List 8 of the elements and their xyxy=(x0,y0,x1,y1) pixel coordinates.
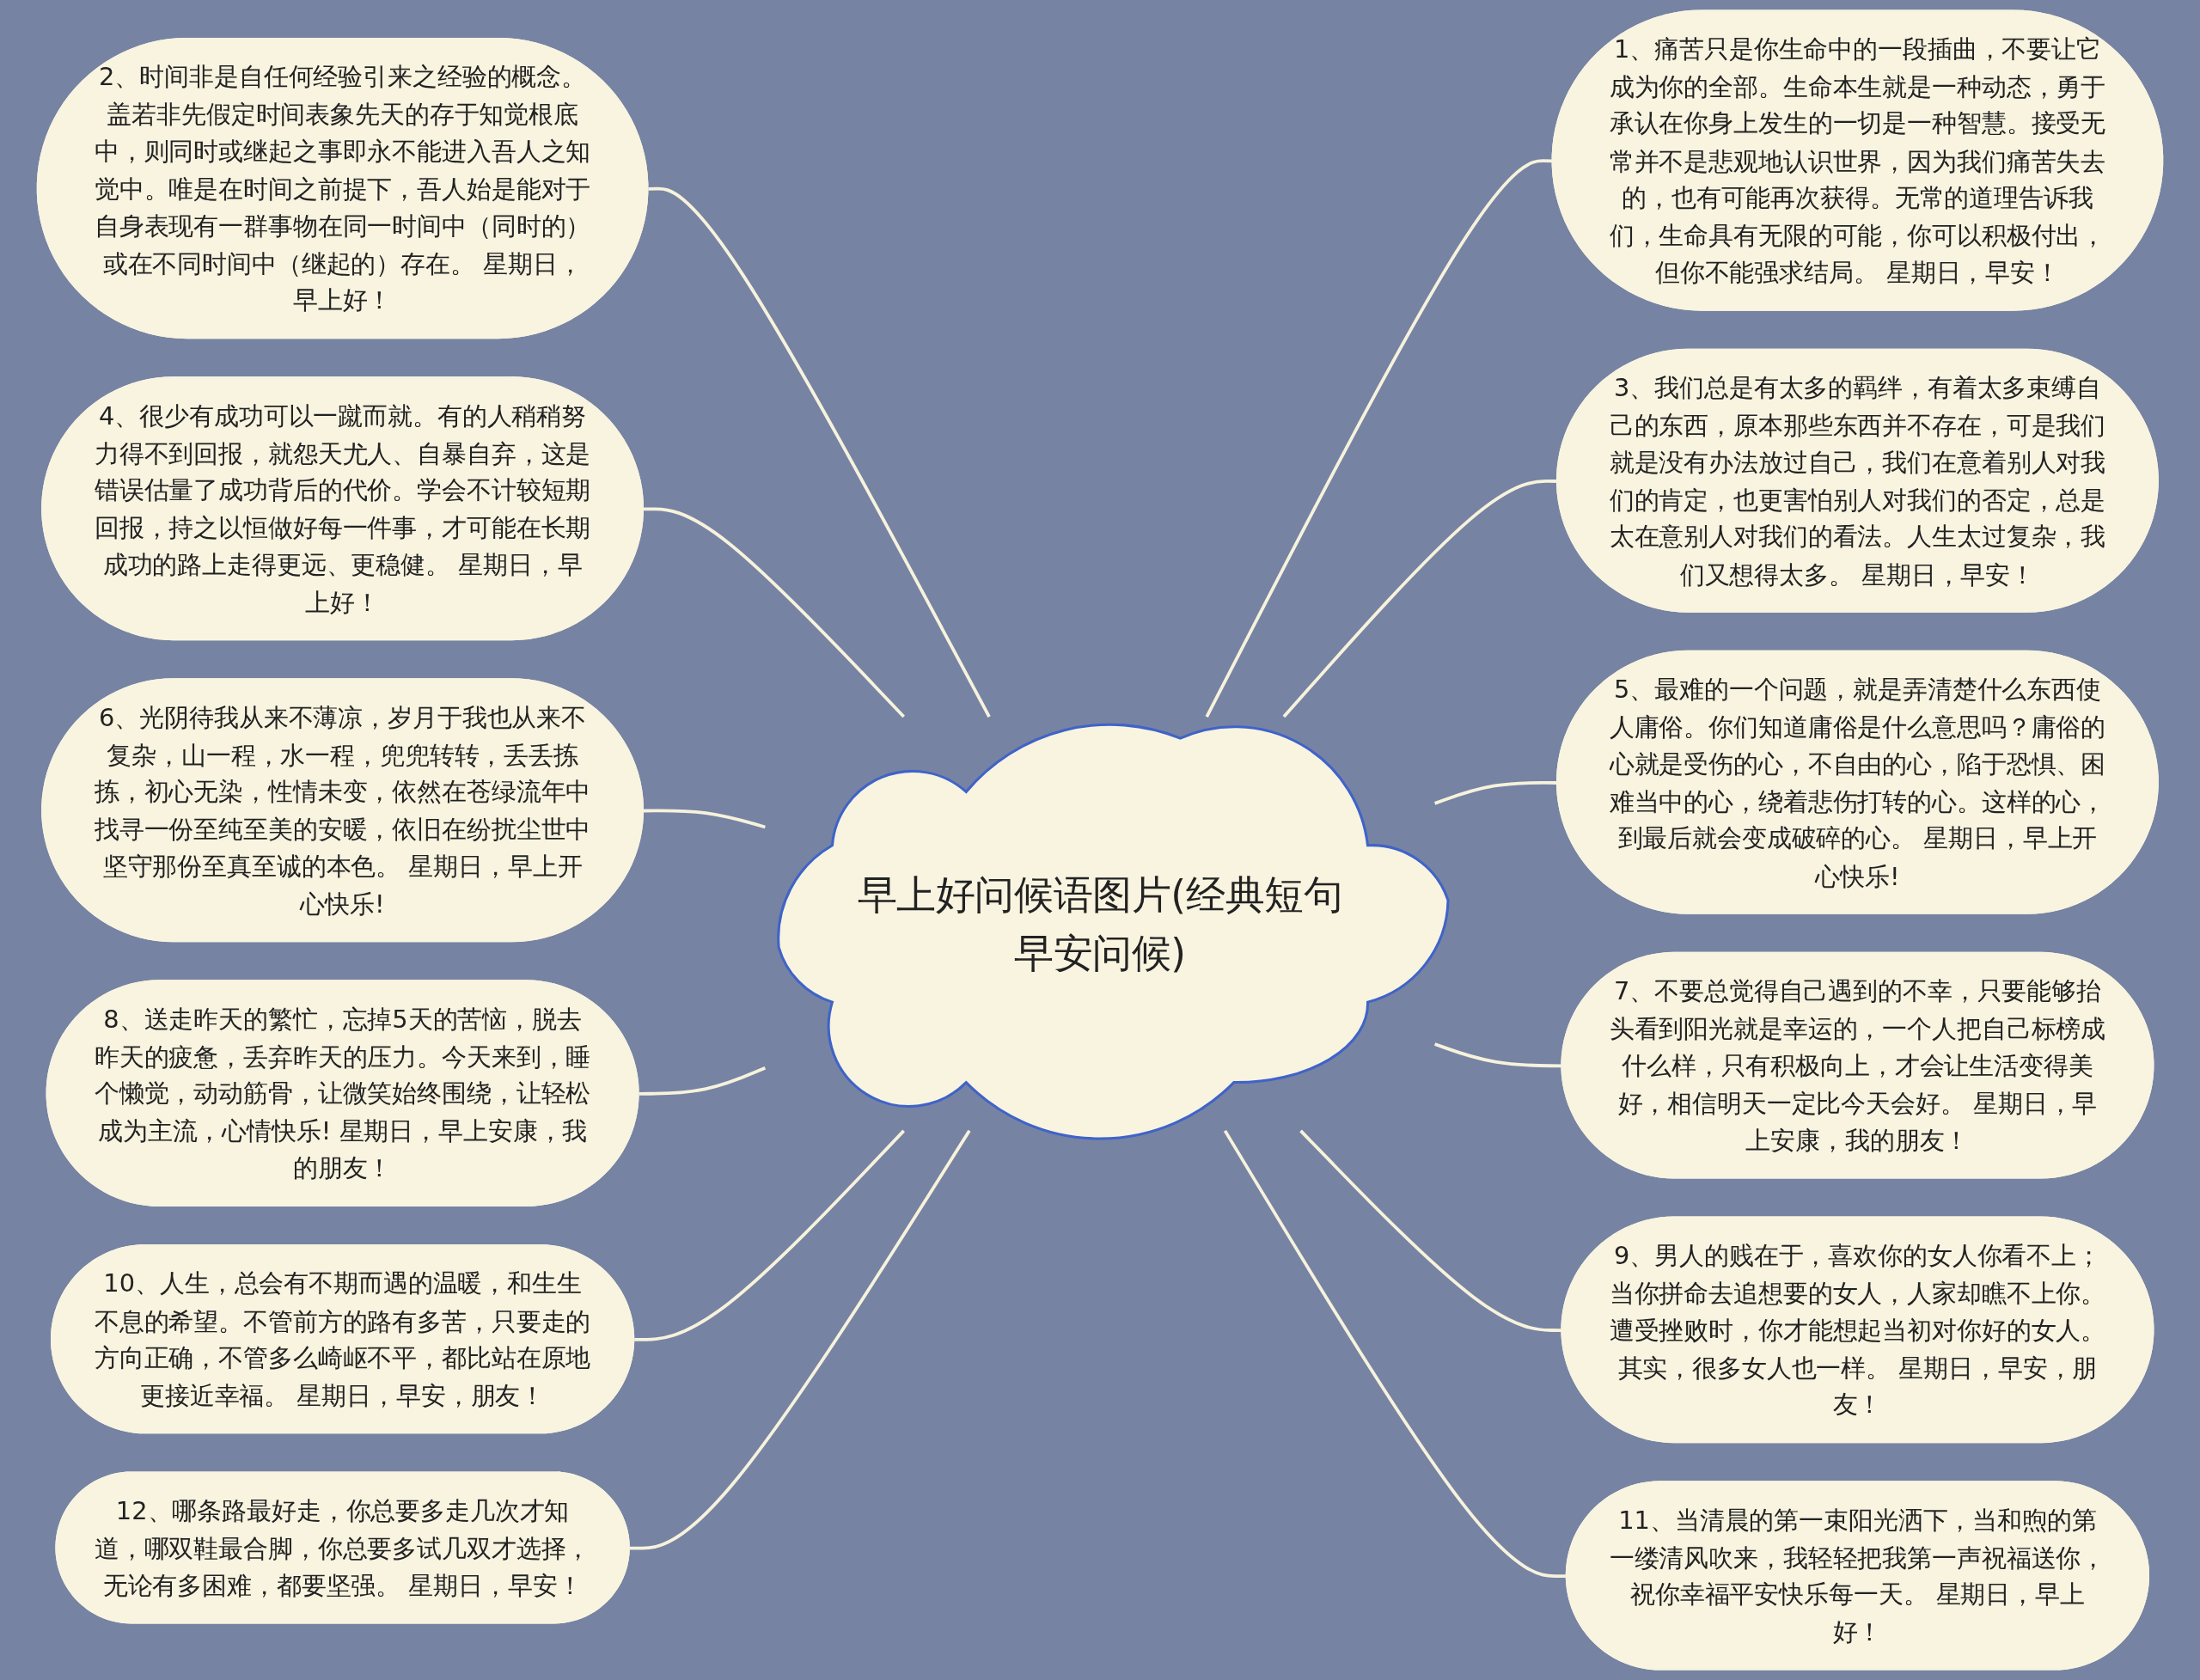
connector xyxy=(648,186,991,718)
connector xyxy=(634,1129,906,1341)
connector xyxy=(643,809,766,829)
connector xyxy=(639,1066,767,1096)
connector xyxy=(643,507,906,718)
connector xyxy=(629,1129,971,1550)
connector xyxy=(1299,1129,1562,1332)
connector xyxy=(1434,1042,1562,1068)
